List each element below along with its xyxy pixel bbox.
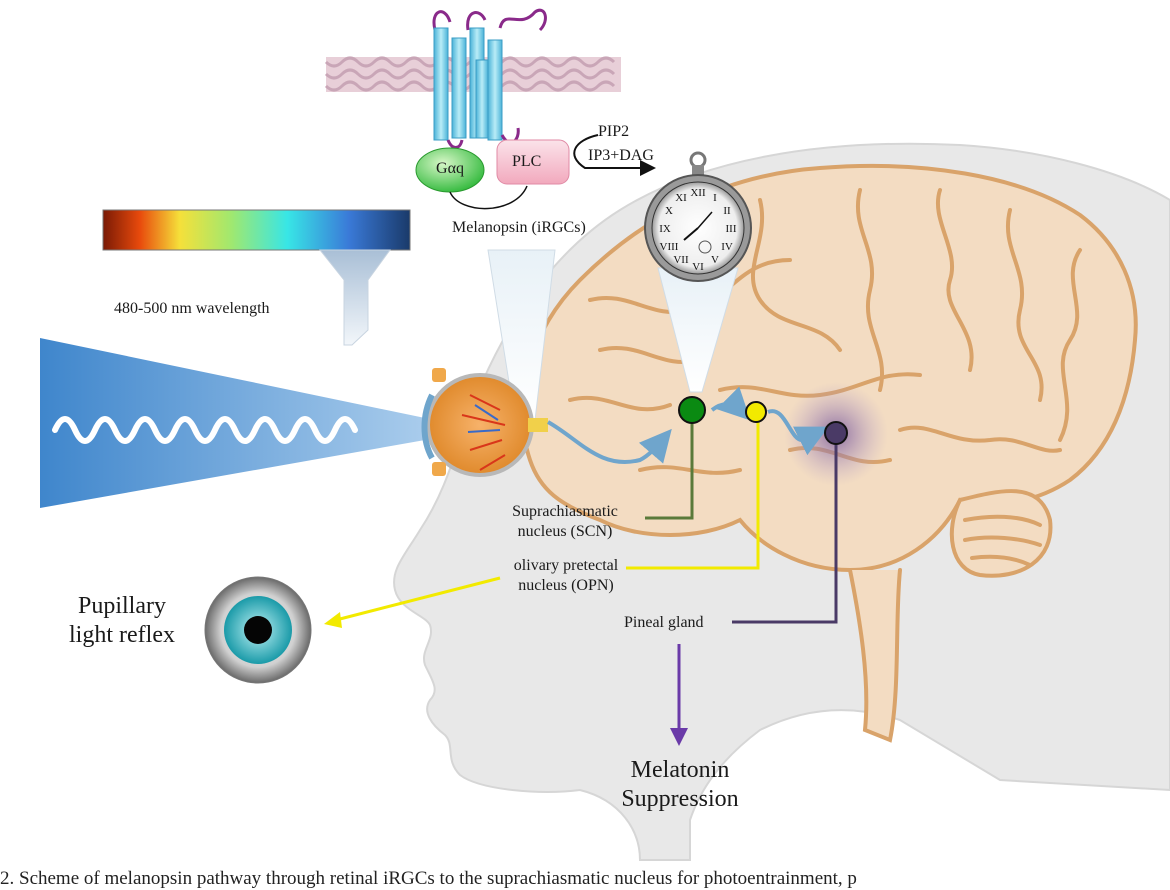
svg-text:VII: VII bbox=[673, 254, 689, 266]
plc-protein bbox=[496, 139, 570, 185]
svg-text:XII: XII bbox=[690, 187, 706, 199]
opn-leader-line bbox=[626, 422, 760, 570]
svg-text:VIII: VIII bbox=[660, 241, 679, 253]
melatonin-label: Melatonin Suppression bbox=[600, 756, 760, 814]
pip2-label: PIP2 bbox=[598, 123, 630, 140]
eye-anatomy-icon bbox=[421, 368, 548, 477]
melanopsin-receptor bbox=[432, 8, 547, 149]
scn-to-opn-arrow bbox=[710, 386, 751, 421]
gaq-label: Gαq bbox=[436, 160, 464, 177]
svg-text:X: X bbox=[665, 205, 673, 217]
melatonin-arrowhead bbox=[670, 728, 688, 746]
pupillary-label: Pupillary light reflex bbox=[42, 592, 202, 650]
scn-label-line1: Suprachiasmatic bbox=[512, 503, 618, 520]
svg-text:XI: XI bbox=[675, 192, 687, 204]
melatonin-label-line1: Melatonin bbox=[630, 757, 730, 783]
light-spectrum-bar bbox=[102, 209, 411, 251]
pupil-icon bbox=[204, 576, 312, 684]
svg-text:V: V bbox=[711, 254, 719, 266]
opn-label-line1: olivary pretectal bbox=[513, 557, 619, 574]
opn-to-pupil-arrowhead bbox=[324, 612, 342, 628]
brain bbox=[520, 163, 1138, 743]
pineal-label: Pineal gland bbox=[624, 614, 704, 631]
gaq-plc-link bbox=[449, 185, 528, 210]
plc-label: PLC bbox=[512, 153, 542, 170]
svg-text:II: II bbox=[723, 205, 731, 217]
scn-node bbox=[678, 396, 706, 424]
pineal-node bbox=[824, 421, 848, 445]
svg-text:III: III bbox=[726, 223, 737, 235]
pineal-leader-line bbox=[732, 442, 838, 624]
retina-to-scn-arrow bbox=[547, 420, 672, 464]
opn-to-pupil-arrow bbox=[335, 576, 501, 622]
spectrum-funnel bbox=[318, 249, 391, 346]
opn-label: olivary pretectal nucleus (OPN) bbox=[508, 556, 624, 596]
light-wave-icon bbox=[52, 416, 358, 444]
ip3-dag-label: IP3+DAG bbox=[588, 147, 654, 164]
scn-label-line2: nucleus (SCN) bbox=[517, 523, 613, 540]
scn-label: Suprachiasmatic nucleus (SCN) bbox=[505, 502, 625, 542]
figure-caption: 2. Scheme of melanopsin pathway through … bbox=[0, 868, 857, 889]
svg-text:IX: IX bbox=[659, 223, 671, 235]
opn-label-line2: nucleus (OPN) bbox=[518, 577, 614, 594]
pip2-conversion-arrow bbox=[573, 134, 656, 176]
pupillary-label-line2: light reflex bbox=[69, 622, 175, 648]
wavelength-label: 480-500 nm wavelength bbox=[114, 300, 270, 317]
pupillary-label-line1: Pupillary bbox=[78, 593, 166, 619]
svg-text:I: I bbox=[713, 192, 717, 204]
svg-text:IV: IV bbox=[721, 241, 733, 253]
opn-to-pineal-arrow bbox=[767, 409, 829, 456]
melanopsin-label: Melanopsin (iRGCs) bbox=[452, 219, 586, 236]
scn-leader-line bbox=[645, 422, 694, 520]
svg-text:VI: VI bbox=[692, 261, 704, 273]
melatonin-label-line2: Suppression bbox=[621, 786, 739, 812]
opn-node bbox=[745, 401, 767, 423]
